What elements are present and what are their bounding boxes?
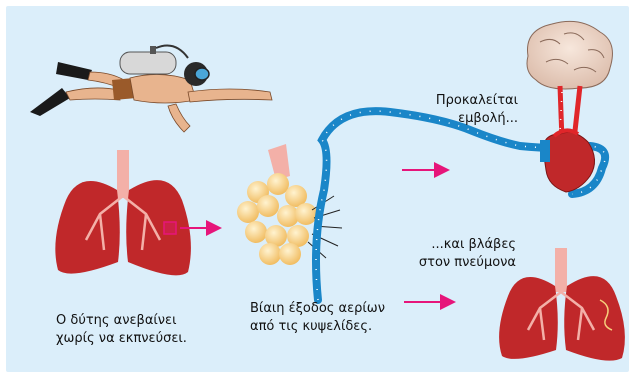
lungs-icon [55, 150, 191, 275]
embolism-caption-line-1: Προκαλείται [424, 92, 518, 110]
brain-icon [527, 21, 612, 89]
diver-caption-line-2: χωρίς να εκπνεύσει. [56, 330, 187, 348]
diver-caption-line-1: Ο δύτης ανεβαίνει [56, 312, 187, 330]
damage-caption: ...και βλάβες στον πνεύμονα [408, 236, 516, 272]
heart-icon [540, 86, 595, 192]
gas-caption-line-1: Βίαιη έξοδος αερίων [250, 300, 385, 318]
diver-caption: Ο δύτης ανεβαίνει χωρίς να εκπνεύσει. [56, 312, 187, 348]
gas-caption: Βίαιη έξοδος αερίων από τις κυψελίδες. [250, 300, 385, 336]
gas-caption-line-2: από τις κυψελίδες. [250, 318, 385, 336]
damage-caption-line-1: ...και βλάβες [408, 236, 516, 254]
embolism-caption-line-2: εμβολή... [424, 110, 518, 128]
damaged-lungs-icon [499, 248, 625, 361]
embolism-caption: Προκαλείται εμβολή... [424, 92, 518, 128]
damage-caption-line-2: στον πνεύμονα [408, 254, 516, 272]
diver-icon [30, 46, 272, 132]
